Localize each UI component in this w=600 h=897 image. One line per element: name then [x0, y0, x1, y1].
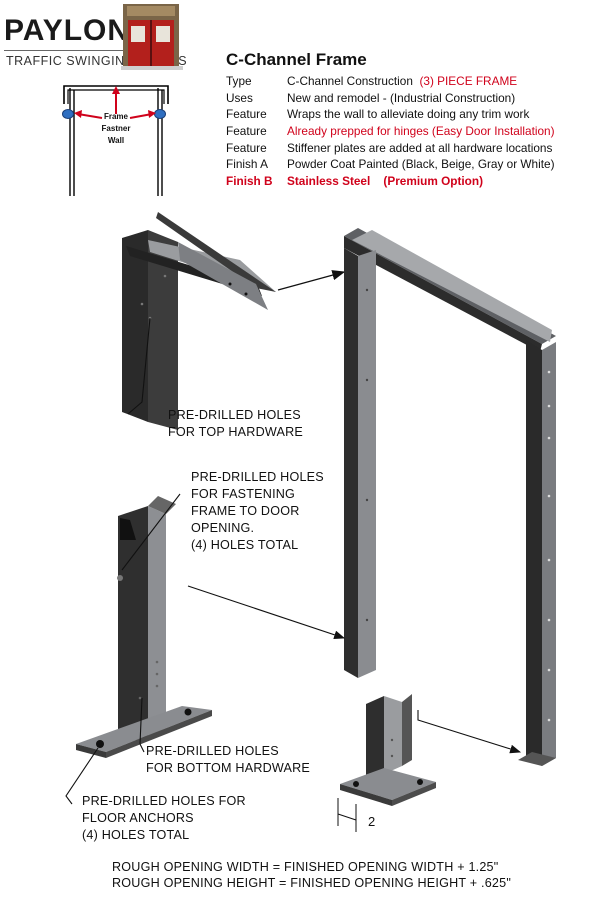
spec-row-feature: Feature Already prepped for hinges (Easy…	[226, 123, 555, 140]
callout-line: (4) HOLES TOTAL	[191, 538, 299, 552]
spec-value: Stainless Steel (Premium Option)	[287, 173, 484, 188]
spec-title: C-Channel Frame	[226, 50, 367, 69]
full-frame	[344, 228, 556, 766]
plan-label-wall: Wall	[107, 136, 125, 145]
callout-line: PRE-DRILLED HOLES	[191, 470, 324, 484]
spec-table: Type C-Channel Construction (3) PIECE FR…	[226, 73, 555, 189]
callout-bottom-hardware: PRE-DRILLED HOLES FOR BOTTOM HARDWARE	[146, 743, 310, 777]
spec-label: Finish B	[226, 173, 273, 188]
callout-fastening-holes: PRE-DRILLED HOLES FOR FASTENING FRAME TO…	[191, 469, 324, 554]
spec-value: Already prepped for hinges (Easy Door In…	[287, 124, 555, 139]
callout-floor-anchors: PRE-DRILLED HOLES FOR FLOOR ANCHORS (4) …	[82, 793, 246, 844]
spec-label: Finish A	[226, 157, 268, 172]
spec-row-feature: Feature Stiffener plates are added at al…	[226, 139, 555, 156]
rough-opening-height-formula: ROUGH OPENING HEIGHT = FINISHED OPENING …	[112, 876, 511, 890]
logo-wordmark: PAYLON	[4, 14, 131, 47]
bottom-bracket-detail	[340, 694, 436, 806]
top-corner-detail	[122, 212, 276, 430]
callout-line: FOR TOP HARDWARE	[168, 425, 303, 439]
spec-row-feature: Feature Wraps the wall to alleviate doin…	[226, 106, 555, 123]
logo-door-image	[121, 4, 183, 70]
spec-value: Powder Coat Painted (Black, Beige, Gray …	[287, 157, 555, 172]
spec-value-highlight: (3) PIECE FRAME	[419, 74, 518, 89]
spec-row-type: Type C-Channel Construction (3) PIECE FR…	[226, 73, 555, 90]
callout-line: OPENING.	[191, 521, 255, 535]
logo-divider	[4, 50, 154, 51]
rough-opening-width-formula: ROUGH OPENING WIDTH = FINISHED OPENING W…	[112, 860, 499, 874]
callout-line: PRE-DRILLED HOLES	[168, 408, 301, 422]
spec-row-finish-a: Finish A Powder Coat Painted (Black, Bei…	[226, 156, 555, 173]
spec-label: Uses	[226, 90, 253, 105]
plan-label-frame: Frame	[103, 112, 128, 121]
callout-line: FOR BOTTOM HARDWARE	[146, 761, 311, 775]
spec-label: Type	[226, 74, 252, 89]
callout-line: PRE-DRILLED HOLES	[146, 744, 279, 758]
frame-plan-diagram	[62, 85, 169, 196]
callout-line: FLOOR ANCHORS	[82, 811, 194, 825]
spec-label: Feature	[226, 140, 267, 155]
spec-value: Wraps the wall to alleviate doing any tr…	[287, 107, 530, 122]
callout-line: FRAME TO DOOR	[191, 504, 300, 518]
spec-row-finish-b: Finish B Stainless Steel (Premium Option…	[226, 173, 555, 190]
callout-line: FOR FASTENING	[191, 487, 296, 501]
dimension-label: 2	[368, 814, 376, 829]
plan-label-fastner: Fastner	[101, 124, 131, 133]
callout-line: PRE-DRILLED HOLES FOR	[82, 794, 246, 808]
spec-value: Stiffener plates are added at all hardwa…	[287, 140, 553, 155]
spec-row-uses: Uses New and remodel - (Industrial Const…	[226, 90, 555, 107]
spec-label: Feature	[226, 107, 267, 122]
frame-illustration	[65, 212, 556, 832]
spec-value: New and remodel - (Industrial Constructi…	[287, 90, 516, 105]
callout-top-hardware: PRE-DRILLED HOLES FOR TOP HARDWARE	[168, 407, 303, 441]
callout-line: (4) HOLES TOTAL	[82, 828, 190, 842]
spec-value: C-Channel Construction (3) PIECE FRAME	[287, 74, 518, 89]
spec-label: Feature	[226, 124, 267, 139]
